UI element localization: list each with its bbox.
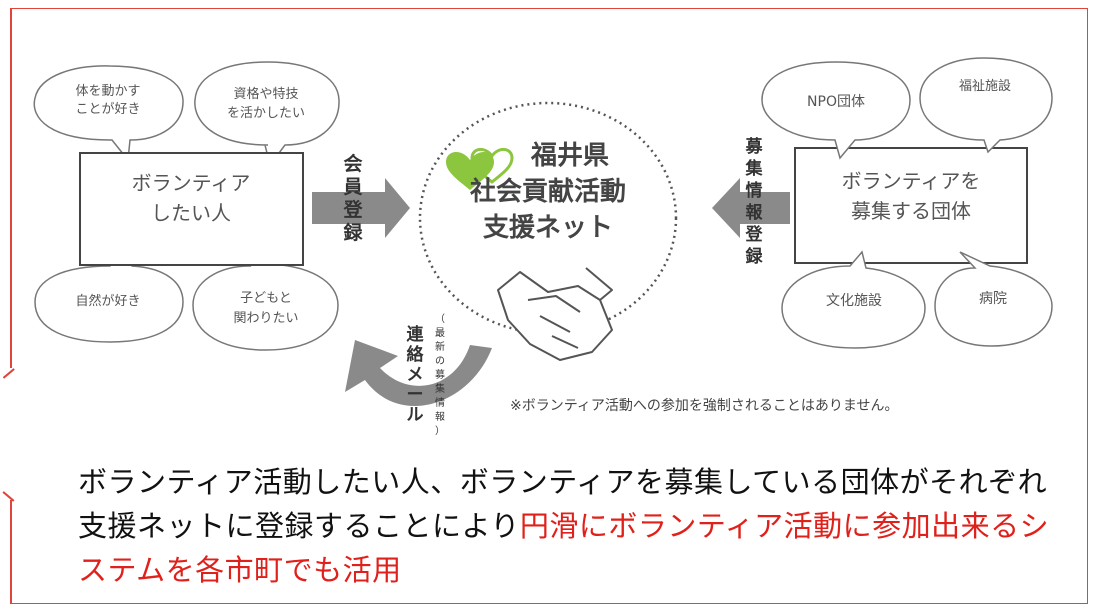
support-net-hub: 福井県 社会貢献活動 支援ネット (418, 101, 678, 335)
bubble-left-3-line1: 自然が好き (75, 293, 140, 309)
hub-title-line1: 福井県 (530, 141, 609, 171)
contact-mail-arrow: 連 絡 メ ー ル （ 最 新 の 募 集 情 報 ） (345, 313, 492, 437)
mail-sub-char1: （ (435, 313, 445, 325)
volunteer-person-line2: したい人 (151, 201, 231, 225)
disclaimer-note: ※ボランティア活動への参加を強制されることはありません。 (510, 397, 898, 414)
bubble-left-1-line1: 体を動かす (75, 84, 140, 99)
mail-char1: 連 (407, 324, 425, 345)
hub-title-line2: 社会貢献活動 (470, 176, 626, 207)
bubble-left-2-line1: 資格や特技 (233, 86, 298, 102)
bubble-right-culture: 文化施設 (781, 250, 926, 349)
bubble-left-2: 資格や特技 を活かしたい (194, 61, 340, 167)
recruiting-group-box: ボランティアを 募集する団体 (794, 147, 1028, 264)
handshake-icon (497, 267, 613, 361)
bubble-right-welfare: 福祉施設 (919, 57, 1053, 154)
bubble-right-npo-text: NPO団体 (807, 94, 865, 110)
bubble-left-4: 子どもと 関わりたい (192, 247, 339, 351)
mail-char3: メ (407, 365, 424, 385)
bubble-right-hospital: 病院 (934, 251, 1053, 347)
member-register-char3: 登 (342, 198, 363, 221)
frame-left-edge-top (10, 8, 12, 368)
mail-sub-char4: の (435, 356, 445, 367)
mail-sub-char7: 情 (435, 396, 445, 409)
recruit-register-char6: 録 (746, 246, 764, 267)
recruit-register-char2: 集 (745, 158, 764, 179)
bubble-right-culture-text: 文化施設 (826, 293, 882, 309)
bubble-left-3: 自然が好き (34, 246, 184, 343)
bubble-right-npo: NPO団体 (761, 61, 911, 160)
mail-sub-char6: 集 (435, 382, 445, 395)
recruiting-group-line2: 募集する団体 (851, 199, 971, 223)
bubble-right-welfare-text: 福祉施設 (959, 78, 1011, 94)
mail-sub-char5: 募 (435, 368, 445, 381)
caption-red-text: 円滑にボランティア活動に参加出来るシステムを各市町でも活用 (78, 509, 1050, 587)
mail-char2: 絡 (407, 344, 425, 365)
mail-char5: ル (407, 405, 424, 425)
member-register-arrow: 会 員 登 録 (312, 152, 410, 244)
volunteer-person-box: ボランティア したい人 (79, 152, 304, 266)
mail-sub-char2: 最 (435, 327, 445, 339)
bubble-left-4-line2: 関わりたい (233, 311, 298, 326)
summary-caption: ボランティア活動したい人、ボランティアを募集している団体がそれぞれ支援ネットに登… (78, 460, 1058, 592)
recruit-register-char3: 情 (746, 180, 763, 201)
recruiting-group-line1: ボランティアを (842, 169, 981, 193)
recruit-register-char5: 登 (745, 224, 764, 245)
mail-sub-char3: 新 (435, 340, 445, 353)
recruit-register-arrow: 募 集 情 報 登 録 (712, 136, 790, 267)
recruit-register-char1: 募 (745, 136, 764, 157)
caption-black-text: ボランティア活動したい人、ボランティアを募集している団体がそれぞれ支援ネットに登… (78, 465, 1048, 543)
mail-char4: ー (407, 385, 424, 405)
member-register-char1: 会 (343, 152, 362, 175)
frame-left-edge-bottom (10, 500, 12, 604)
volunteer-person-line1: ボランティア (132, 171, 251, 195)
bubble-left-1-line2: ことが好き (75, 102, 140, 117)
bubble-left-4-line1: 子どもと (240, 291, 292, 306)
bubble-left-1: 体を動かす ことが好き (33, 65, 184, 162)
member-register-char2: 員 (343, 176, 362, 198)
hub-title-line3: 支援ネット (483, 213, 613, 243)
bubble-right-hospital-text: 病院 (979, 291, 1007, 307)
recruit-register-char4: 報 (746, 202, 764, 223)
mail-sub-char9: ） (435, 425, 445, 437)
mail-sub-char8: 報 (435, 411, 445, 423)
bubble-left-2-line2: を活かしたい (227, 106, 305, 121)
heart-logo-icon (446, 148, 514, 190)
member-register-char4: 録 (343, 221, 363, 244)
slide-frame (10, 8, 1088, 604)
